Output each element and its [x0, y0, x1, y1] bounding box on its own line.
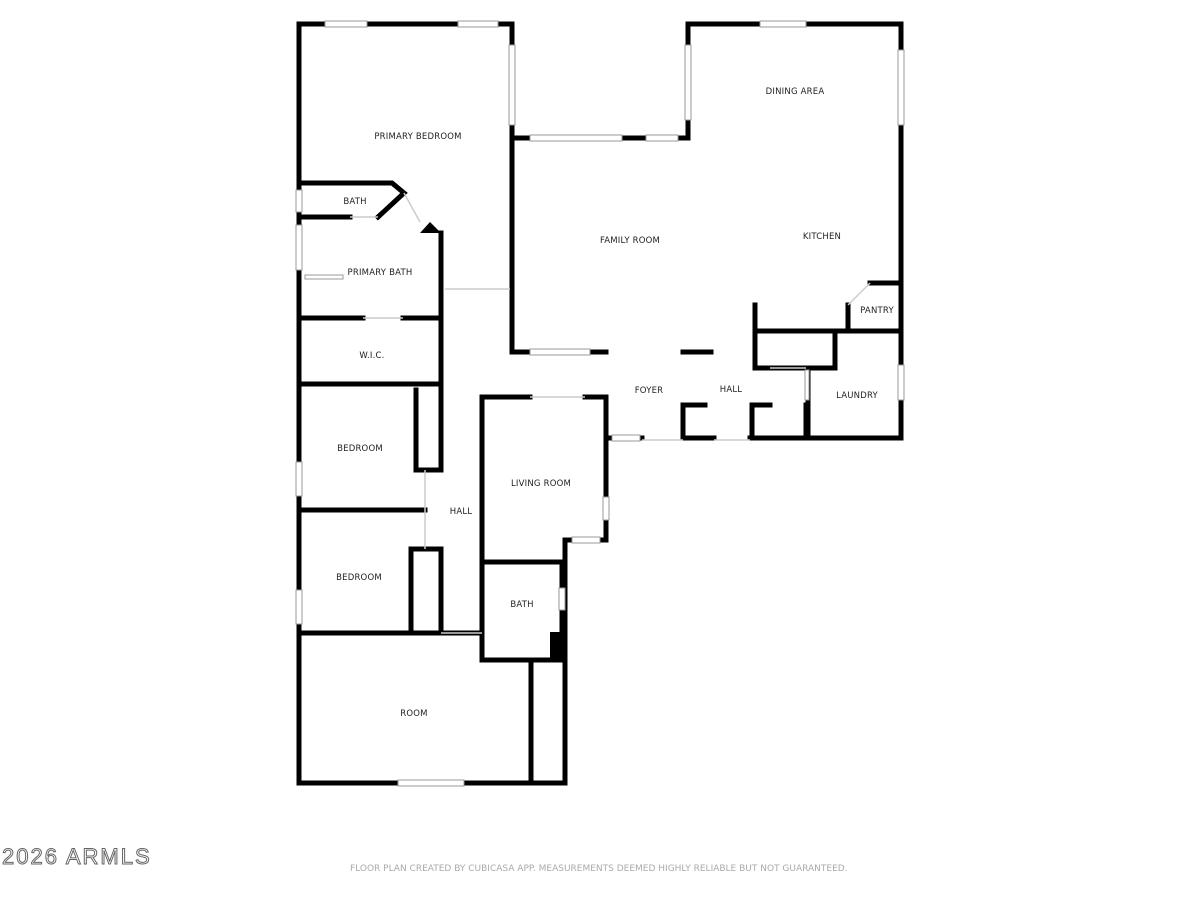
room-label-room: ROOM — [400, 709, 428, 719]
watermark: 2026 ARMLS — [2, 844, 152, 870]
room-label-bath: BATH — [510, 600, 534, 610]
room-label-primary-bedroom: PRIMARY BEDROOM — [374, 132, 462, 142]
windows — [295, 20, 905, 787]
room-label-hall: HALL — [719, 385, 743, 395]
room-label-bedroom: BEDROOM — [337, 444, 383, 454]
room-label-living-room: LIVING ROOM — [510, 479, 572, 489]
room-label-dining-area: DINING AREA — [765, 87, 825, 97]
footer-disclaimer: FLOOR PLAN CREATED BY CUBICASA APP. MEAS… — [350, 864, 848, 874]
room-label-pantry: PANTRY — [860, 306, 894, 316]
walls — [296, 21, 904, 786]
room-label-foyer: FOYER — [634, 386, 664, 396]
room-label-laundry: LAUNDRY — [836, 391, 878, 401]
doors — [350, 192, 871, 634]
room-label-family-room: FAMILY ROOM — [599, 236, 661, 246]
triangle-fixture — [420, 222, 441, 233]
room-label-primary-bath: PRIMARY BATH — [347, 268, 413, 278]
room-label-wic: W.I.C. — [359, 351, 385, 361]
room-label-bedroom: BEDROOM — [336, 573, 382, 583]
room-label-bath: BATH — [343, 197, 367, 207]
room-label-kitchen: KITCHEN — [802, 232, 842, 242]
room-label-hall: HALL — [449, 507, 473, 517]
